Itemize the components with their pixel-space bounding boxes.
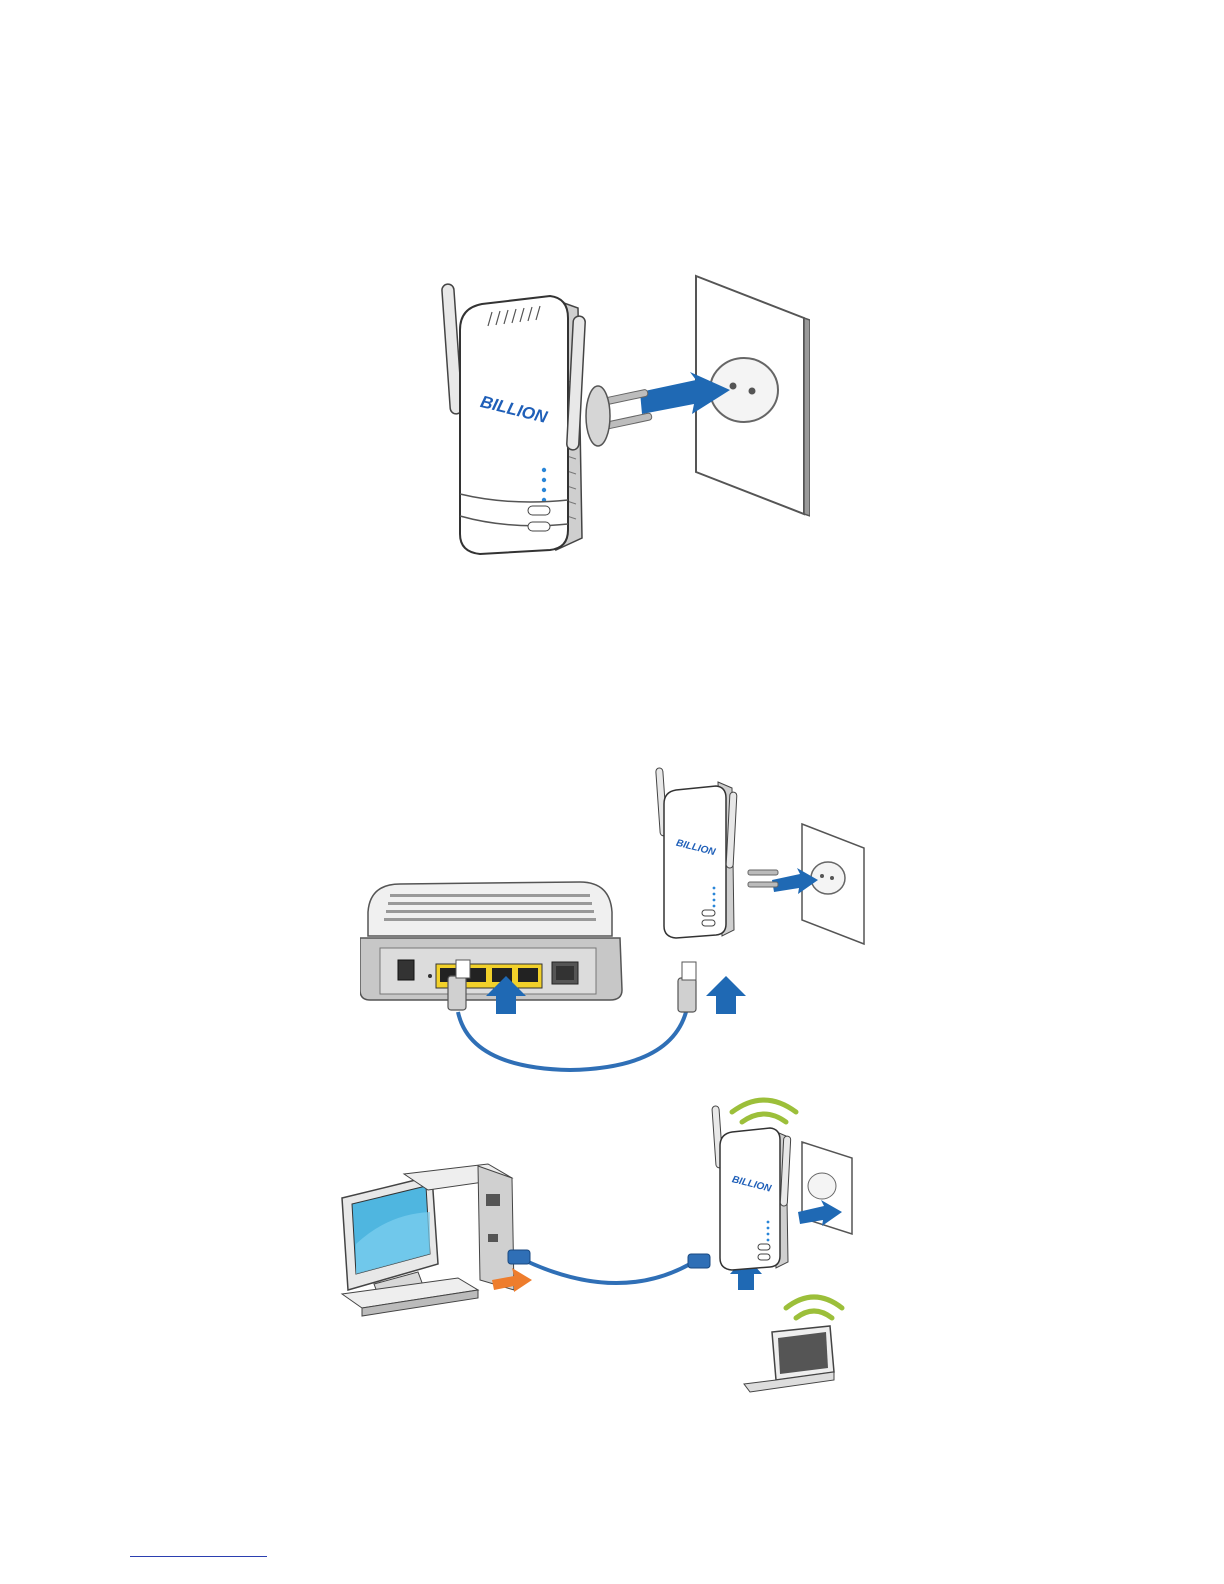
router bbox=[360, 882, 622, 1000]
ethernet-cable bbox=[458, 1012, 686, 1070]
ethernet-cable bbox=[524, 1260, 690, 1283]
wireless-extender: BILLION bbox=[712, 1106, 791, 1270]
wifi-signal-icon bbox=[732, 1100, 796, 1122]
laptop bbox=[744, 1326, 834, 1392]
wireless-extender: BILLION bbox=[442, 284, 586, 554]
wireless-extender: BILLION bbox=[656, 768, 737, 938]
desktop-computer bbox=[342, 1164, 514, 1316]
footer-link-underline bbox=[130, 1556, 267, 1557]
plug-in-illustration: BILLION bbox=[400, 268, 810, 560]
wifi-signal-icon bbox=[786, 1297, 842, 1318]
up-arrow-extender bbox=[706, 976, 746, 1014]
router-connection-illustration: BILLION bbox=[360, 764, 872, 1076]
computer-connection-illustration: BILLION bbox=[328, 1094, 868, 1394]
